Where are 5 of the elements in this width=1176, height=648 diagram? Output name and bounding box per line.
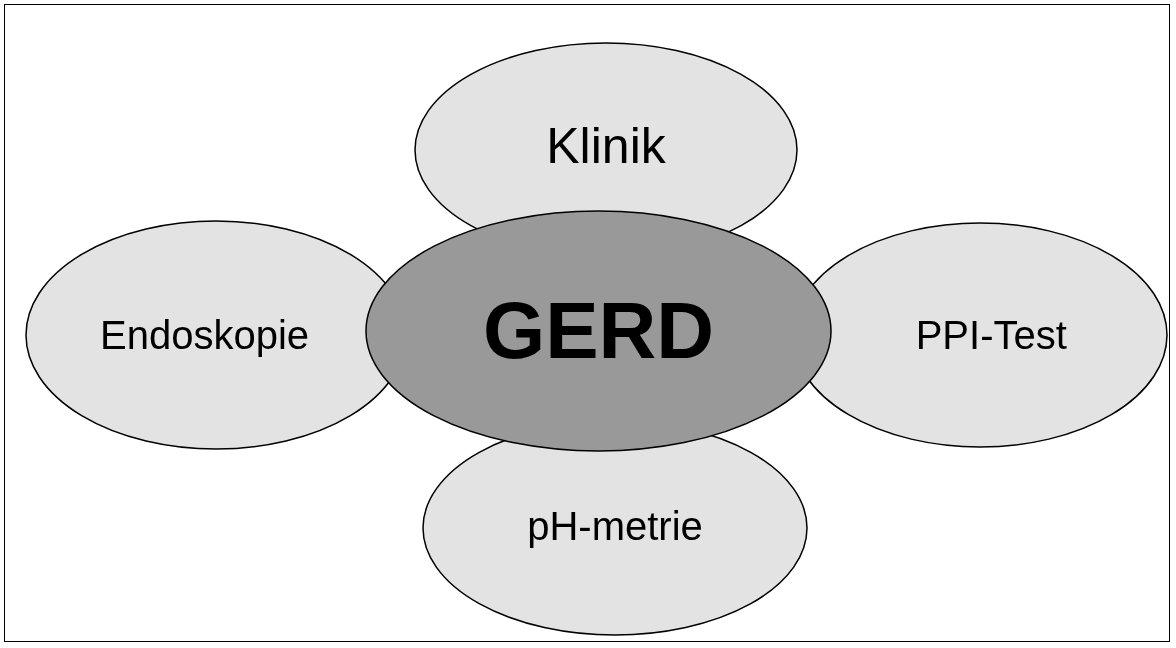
topic-label: Klinik xyxy=(546,116,666,175)
topic-label: PPI-Test xyxy=(915,312,1067,358)
topic-label: pH-metrie xyxy=(527,503,703,549)
topic-label: Endoskopie xyxy=(100,312,310,358)
topic-label: GERD xyxy=(482,285,715,377)
